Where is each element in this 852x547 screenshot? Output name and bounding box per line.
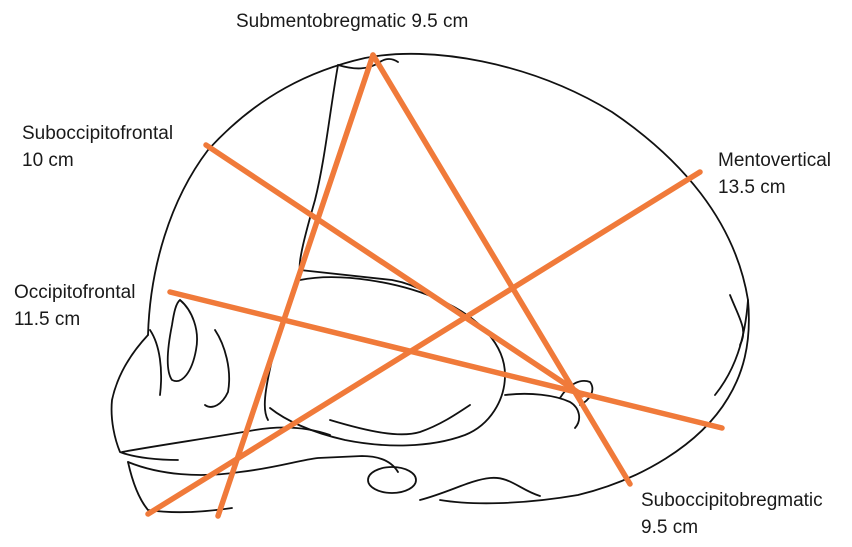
mentovertical-measure: 13.5 cm	[718, 174, 831, 201]
submentobregmatic-text: Submentobregmatic 9.5 cm	[236, 8, 468, 35]
suboccipitobregmatic-measure: 9.5 cm	[641, 514, 823, 541]
mentovertical-label: Mentovertical 13.5 cm	[718, 147, 831, 201]
submentobregmatic-label: Submentobregmatic 9.5 cm	[236, 8, 468, 35]
zygomatic-outline	[205, 330, 229, 407]
suboccipitobregmatic-name: Suboccipitobregmatic	[641, 487, 823, 514]
maxilla-outline	[122, 428, 330, 452]
mastoid-outline	[505, 394, 579, 428]
mentovertical-name: Mentovertical	[718, 147, 831, 174]
cranial-vault-outline	[148, 54, 749, 503]
suboccipitobregmatic-label: Suboccipitobregmatic 9.5 cm	[641, 487, 823, 541]
skull-outline	[112, 54, 749, 512]
suboccipitofrontal-line	[206, 145, 582, 395]
submentobregmatic-line-anterior	[218, 55, 373, 516]
orbit-outline	[168, 300, 197, 381]
occipitofrontal-label: Occipitofrontal 11.5 cm	[14, 279, 135, 333]
suboccipitofrontal-label: Suboccipitofrontal 10 cm	[22, 120, 173, 174]
suboccipitofrontal-measure: 10 cm	[22, 147, 173, 174]
mandible-outline	[128, 456, 398, 475]
temporal-lower-curve	[330, 405, 470, 434]
coronal-suture	[300, 65, 338, 270]
suboccipitobregmatic-line	[373, 55, 630, 484]
lambdoid-suture	[730, 295, 743, 345]
occipitofrontal-measure: 11.5 cm	[14, 306, 135, 333]
nasal-outline	[150, 330, 161, 395]
ear-canal-outline	[368, 467, 416, 493]
temporal-squama	[265, 275, 300, 420]
occipital-base-outline	[420, 478, 540, 500]
temporal-bone	[270, 277, 505, 445]
occipital-lower-outline	[715, 300, 748, 395]
suboccipitofrontal-name: Suboccipitofrontal	[22, 120, 173, 147]
occipitofrontal-name: Occipitofrontal	[14, 279, 135, 306]
